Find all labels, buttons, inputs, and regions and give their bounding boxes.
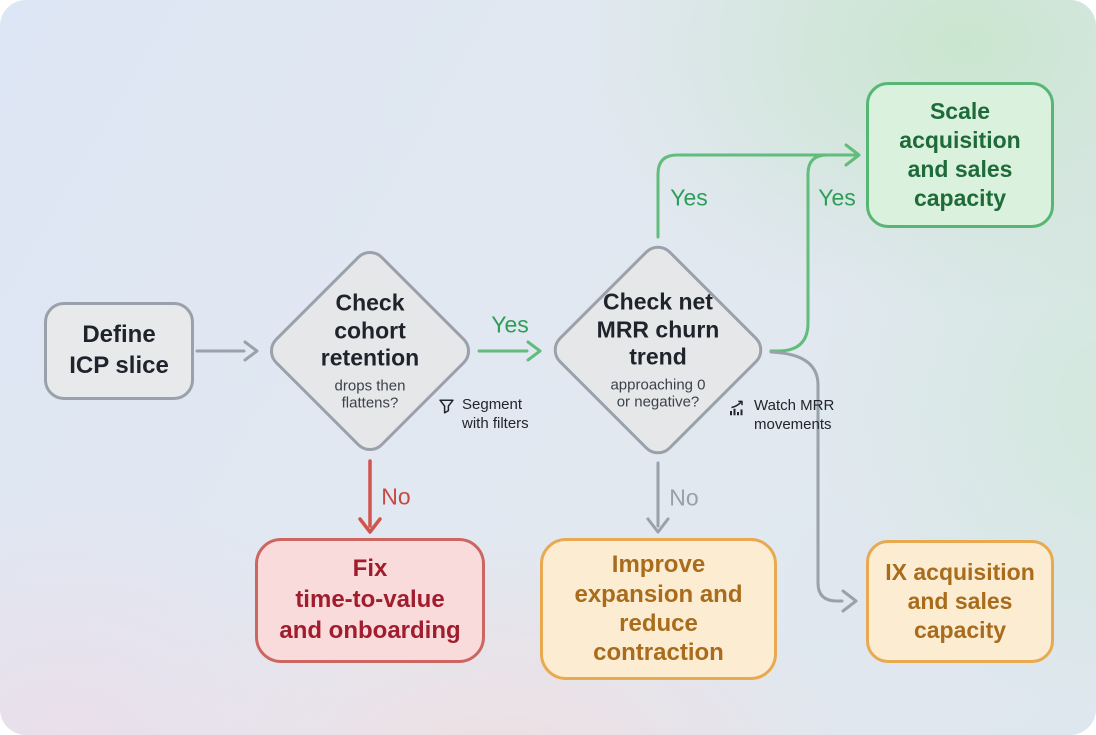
edge-label-yes-cohort: Yes — [491, 311, 529, 338]
decision-title: Check cohort retention — [320, 289, 420, 371]
annotation-text: Watch MRR movements — [754, 397, 835, 433]
node-label: IX acquisition and sales capacity — [885, 559, 1035, 643]
annotation-text: Segment with filters — [462, 396, 529, 432]
annotation-watch-mrr: Watch MRR movements — [729, 397, 834, 435]
edge-label-yes-churn-right: Yes — [818, 184, 856, 211]
funnel-icon — [439, 399, 454, 414]
decision-title: Check net MRR churn trend — [596, 288, 720, 370]
edge-label-yes-churn-top: Yes — [670, 184, 708, 211]
edge-cohort-yes-to-churn — [477, 340, 542, 362]
annotation-segment-with-filters: Segment with filters — [438, 396, 529, 434]
edge-churn-no-to-improve — [646, 461, 670, 534]
node-label: Improve expansion and reduce contraction — [574, 551, 743, 667]
decision-subtitle: drops then flattens? — [334, 377, 406, 412]
trend-chart-icon — [730, 400, 743, 416]
node-fix-time-to-value: Fix time-to-value and onboarding — [255, 538, 485, 663]
edge-churn-right-to-ix — [769, 350, 858, 613]
node-label: Define ICP slice — [69, 321, 169, 379]
edge-label-no-churn: No — [669, 484, 699, 511]
node-label: Fix time-to-value and onboarding — [279, 555, 461, 644]
node-define-icp-slice: Define ICP slice — [44, 302, 194, 400]
edge-cohort-no-to-fix — [358, 459, 382, 534]
node-ix-acquisition: IX acquisition and sales capacity — [866, 540, 1054, 663]
node-label: Scale acquisition and sales capacity — [899, 98, 1021, 211]
edge-define-to-cohort — [195, 340, 259, 362]
node-improve-expansion: Improve expansion and reduce contraction — [540, 538, 777, 680]
decision-subtitle: approaching 0 or negative? — [610, 376, 706, 411]
edge-label-no-cohort: No — [381, 483, 411, 510]
node-scale-acquisition: Scale acquisition and sales capacity — [866, 82, 1054, 228]
